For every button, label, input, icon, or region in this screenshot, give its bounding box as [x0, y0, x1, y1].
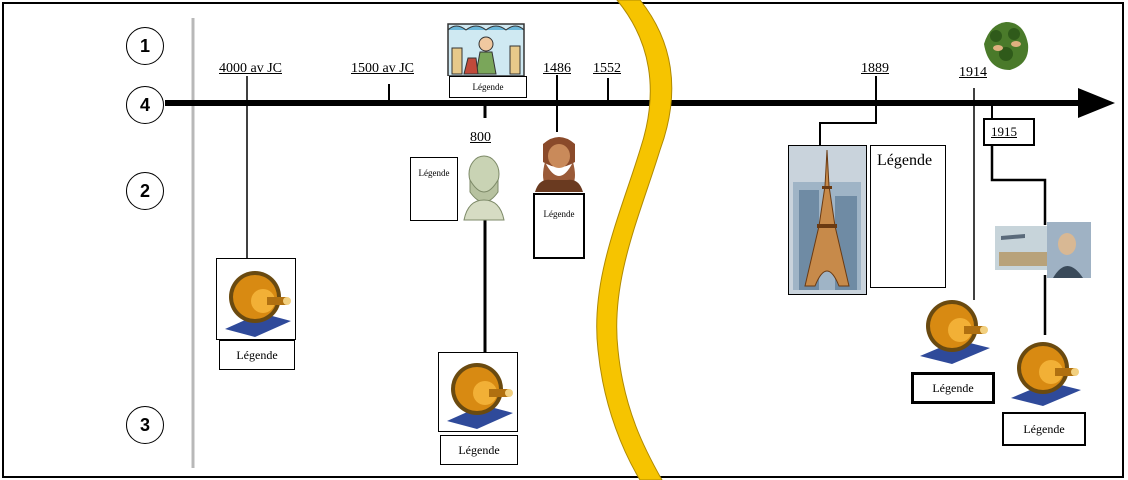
time-break-river — [596, 0, 673, 480]
medieval-scene-icon — [446, 20, 526, 76]
greek-bust-icon — [458, 152, 510, 222]
motor-icon-center — [438, 352, 518, 432]
date-1914: 1914 — [959, 65, 987, 80]
motor-icon-right-1915 — [1003, 332, 1087, 410]
date-1889: 1889 — [861, 61, 889, 76]
soldiers-icon — [980, 14, 1032, 74]
motor-icon-right-1914 — [912, 290, 996, 368]
date-1552: 1552 — [593, 61, 621, 76]
date-800: 800 — [470, 130, 491, 145]
legend-motor-right-1915: Légende — [1002, 412, 1086, 446]
leonardo-portrait-icon — [533, 132, 585, 192]
connector-1889 — [819, 103, 877, 145]
legend-motor-left: Légende — [219, 340, 295, 370]
legend-motor-center: Légende — [440, 435, 518, 465]
row-marker-4: 4 — [126, 86, 164, 124]
legend-motor-right-1914: Légende — [911, 372, 995, 404]
date-4000-av-jc: 4000 av JC — [219, 61, 282, 76]
aviation-collage-icon — [995, 222, 1091, 278]
legend-leonardo: Légende — [533, 193, 585, 259]
eiffel-tower-icon — [788, 145, 867, 295]
connector-1915 — [990, 146, 1047, 225]
row-marker-2: 2 — [126, 172, 164, 210]
legend-top-center: Légende — [449, 76, 527, 98]
date-1486: 1486 — [543, 61, 571, 76]
row-marker-1: 1 — [126, 27, 164, 65]
legend-bust: Légende — [410, 157, 458, 221]
motor-icon-left — [216, 258, 296, 340]
legend-eiffel: Légende — [870, 145, 946, 288]
date-1500-av-jc: 1500 av JC — [351, 61, 414, 76]
axis-arrowhead — [1078, 88, 1115, 118]
date-1915-box: 1915 — [983, 118, 1035, 146]
row-marker-3: 3 — [126, 406, 164, 444]
